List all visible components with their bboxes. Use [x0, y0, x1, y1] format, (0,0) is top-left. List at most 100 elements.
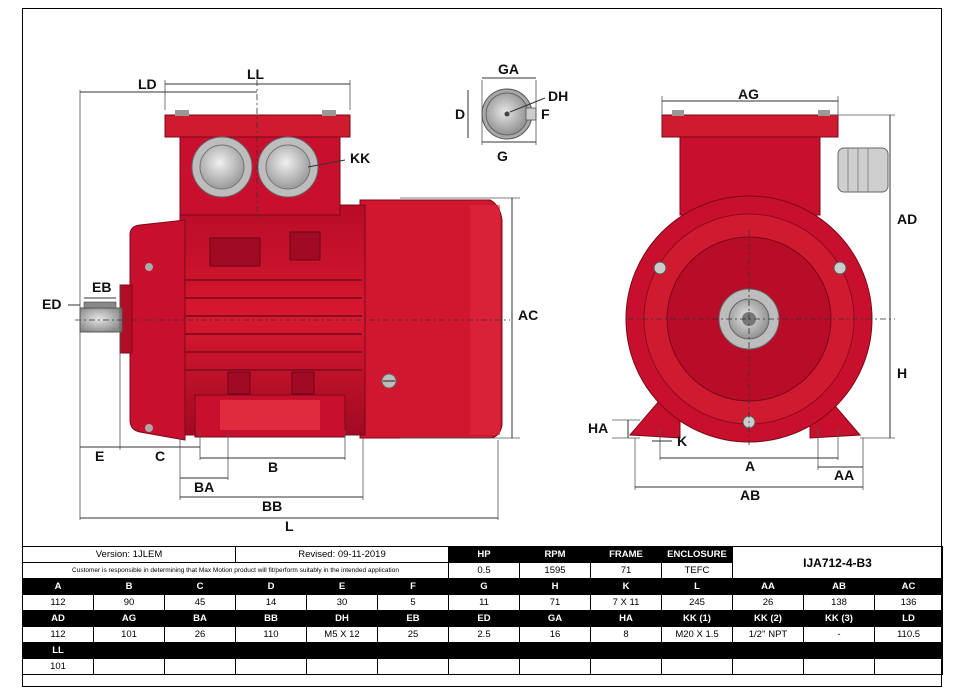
dim-header-row-2: AD AG BA BB DH EB ED GA HA KK (1) KK (2)…	[22, 610, 943, 627]
dim-value: 1/2'' NPT	[732, 626, 804, 643]
dim-header: KK (2)	[732, 610, 804, 627]
label-L: L	[285, 518, 294, 534]
empty-cell	[803, 658, 875, 675]
dim-header: ED	[448, 610, 520, 627]
dim-value: 16	[519, 626, 591, 643]
dim-header: BB	[235, 610, 307, 627]
empty-cell	[306, 658, 378, 675]
dim-value: M5 X 12	[306, 626, 378, 643]
empty-cell	[164, 658, 236, 675]
label-AD: AD	[897, 211, 917, 227]
shaft	[79, 307, 123, 333]
version-cell: Version: 1JLEM	[22, 546, 236, 563]
label-AA: AA	[834, 467, 854, 483]
dim-header: DH	[306, 610, 378, 627]
dim-value: M20 X 1.5	[661, 626, 733, 643]
label-BA: BA	[194, 479, 214, 495]
dim-header: LL	[22, 642, 94, 659]
dim-value-row-1: 112 90 45 14 30 5 11 71 7 X 11 245 26 13…	[22, 594, 943, 611]
label-LD: LD	[138, 76, 157, 92]
model-number: IJA712-4-B3	[732, 546, 943, 579]
dim-value: 26	[164, 626, 236, 643]
end-shield	[129, 219, 186, 441]
dim-value: 26	[732, 594, 804, 611]
shaft-end-detail: GA DH D F G	[455, 61, 568, 164]
rpm-header: RPM	[519, 546, 591, 563]
dim-value: 14	[235, 594, 307, 611]
dim-header: HA	[590, 610, 662, 627]
dim-value-row-2: 112 101 26 110 M5 X 12 25 2.5 16 8 M20 X…	[22, 626, 943, 643]
dim-header: AD	[22, 610, 94, 627]
label-GA: GA	[498, 61, 519, 77]
cable-gland-right	[257, 136, 319, 198]
front-cable-gland	[837, 147, 889, 193]
label-H: H	[897, 365, 907, 381]
dim-value: 136	[874, 594, 943, 611]
motor-drawing: LD LL KK EB ED E C B BA BB L AC GA DH D …	[42, 61, 917, 534]
label-E: E	[95, 448, 104, 464]
hp-header: HP	[448, 546, 520, 563]
dim-header: GA	[519, 610, 591, 627]
dim-header: G	[448, 578, 520, 595]
dim-value: 11	[448, 594, 520, 611]
cable-gland-left	[191, 136, 253, 198]
label-K: K	[677, 433, 687, 449]
label-LL: LL	[247, 66, 265, 82]
label-EB: EB	[92, 279, 111, 295]
label-F: F	[541, 106, 550, 122]
dim-header: C	[164, 578, 236, 595]
dim-header: AA	[732, 578, 804, 595]
empty-cell	[661, 658, 733, 675]
header-filler	[93, 642, 943, 659]
info-row-1: Version: 1JLEM Revised: 09-11-2019 HP RP…	[22, 546, 943, 579]
dim-value: 90	[93, 594, 165, 611]
dim-value: 112	[22, 626, 94, 643]
dim-header: KK (1)	[661, 610, 733, 627]
dim-header: H	[519, 578, 591, 595]
dim-header: D	[235, 578, 307, 595]
dim-value: 2.5	[448, 626, 520, 643]
empty-cell	[93, 658, 165, 675]
spec-table: Version: 1JLEM Revised: 09-11-2019 HP RP…	[22, 546, 943, 675]
dim-value: 71	[519, 594, 591, 611]
dim-value: 138	[803, 594, 875, 611]
hp-value: 0.5	[448, 562, 520, 579]
dim-value: -	[803, 626, 875, 643]
empty-cell	[235, 658, 307, 675]
empty-cell	[377, 658, 449, 675]
dim-value: 245	[661, 594, 733, 611]
label-AC: AC	[518, 307, 538, 323]
dim-value: 8	[590, 626, 662, 643]
dim-header: E	[306, 578, 378, 595]
dim-value: 5	[377, 594, 449, 611]
frame-header: FRAME	[590, 546, 662, 563]
label-C: C	[155, 448, 165, 464]
revised-cell: Revised: 09-11-2019	[235, 546, 449, 563]
dim-header: B	[93, 578, 165, 595]
dim-value: 25	[377, 626, 449, 643]
dim-header: F	[377, 578, 449, 595]
info-row-2: Customer is responsible in determining t…	[22, 562, 943, 579]
label-KK: KK	[350, 150, 370, 166]
label-B: B	[268, 459, 278, 475]
label-DH: DH	[548, 88, 568, 104]
empty-cell	[590, 658, 662, 675]
dim-header-row-3: LL	[22, 642, 943, 659]
label-D: D	[455, 106, 465, 122]
dim-value: 45	[164, 594, 236, 611]
dim-value: 110.5	[874, 626, 943, 643]
label-ED: ED	[42, 296, 61, 312]
dim-header: LD	[874, 610, 943, 627]
enclosure-value: TEFC	[661, 562, 733, 579]
empty-cell	[732, 658, 804, 675]
dim-value-row-3: 101	[22, 658, 943, 675]
dim-header: K	[590, 578, 662, 595]
dim-header: KK (3)	[803, 610, 875, 627]
dim-value: 110	[235, 626, 307, 643]
empty-cell	[448, 658, 520, 675]
dim-header: EB	[377, 610, 449, 627]
label-BB: BB	[262, 498, 282, 514]
label-AG: AG	[738, 86, 759, 102]
dim-value: 30	[306, 594, 378, 611]
label-HA: HA	[588, 420, 608, 436]
